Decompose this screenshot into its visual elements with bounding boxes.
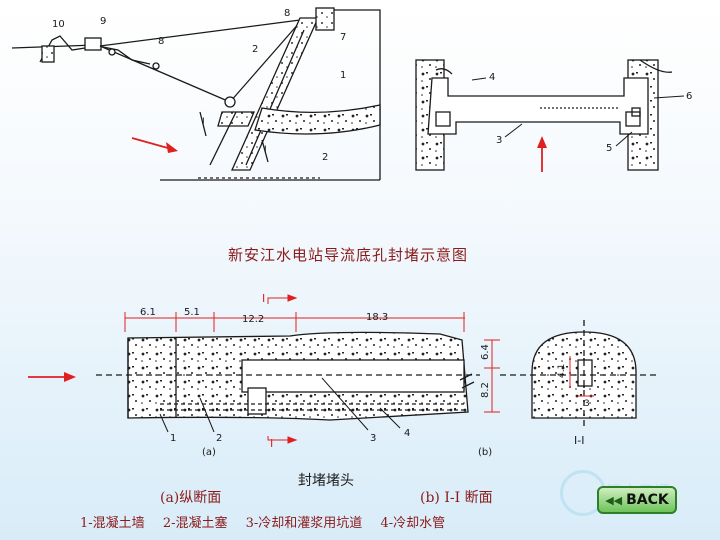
flow-arrow-right [537,136,547,172]
section-marker-bottom [267,436,294,441]
break-mark [459,373,473,381]
node-b [152,62,160,70]
left-notch [435,111,451,127]
gallery-shaft [247,387,267,415]
bottom-left-labels: 1 2 3 4 (a) (b) [159,377,492,458]
label-10: 10 [52,19,65,30]
dam-sketch [11,7,381,181]
diagram-title: 新安江水电站导流底孔封堵示意图 [228,246,469,264]
section-dim-labels: 4.1 3 I-I [557,364,590,447]
label-b2: 2 [216,433,222,444]
label-9: 9 [100,16,106,27]
gate-slot [230,17,320,171]
dim-18-3: 18.3 [366,312,388,323]
label-1: 1 [340,70,346,81]
cross-section-caption: (b) I-I 断面 [420,490,493,506]
plug-longitudinal [96,331,480,421]
leader-b4 [379,407,401,429]
dimension-lines [124,294,500,444]
gate-rod [209,111,237,166]
section-dims [569,356,594,397]
section-marker-top [267,297,294,304]
leader-6 [653,95,685,99]
cable-top [99,19,301,47]
leader-b3 [321,377,369,431]
section-mark-1 [199,111,207,137]
section-i-bottom: I [270,437,273,450]
cable-line [99,45,231,103]
dim-6-1: 6.1 [140,307,156,318]
dim-6-4: 6.4 [480,344,491,360]
section-label-ii: I-I [574,434,584,447]
label-b1: 1 [170,433,176,444]
dim-12-2: 12.2 [242,314,264,325]
label-b3: 3 [370,433,376,444]
plug-cross-section [500,320,660,430]
top-left-labels: 10 9 8 8 7 2 1 2 I I [52,8,346,163]
gate-slot-inner [245,29,305,166]
pulley-node [224,96,236,108]
right-pipe [631,107,641,117]
label-2b: 2 [322,152,328,163]
sublabel-a: (a) [202,447,216,458]
dim-4-1: 4.1 [557,364,567,378]
left-curve [435,68,453,75]
dimension-labels: 6.1 5.1 12.2 18.3 6.4 8.2 I I [140,292,491,450]
right-notch [625,111,641,127]
dim-8-2: 8.2 [480,382,491,398]
right-curve [639,59,673,73]
plug-caption: 封堵堵头 [298,473,354,489]
section-mark-i-1: I [202,117,205,127]
back-arrow-icon: ◀◀ [605,493,623,507]
hoist-block [315,7,335,31]
label-8b: 8 [284,8,290,19]
label-6: 6 [686,91,692,102]
longitudinal-caption: (a)纵断面 [160,490,222,506]
label-8a: 8 [158,36,164,47]
label-7: 7 [340,32,346,43]
cable-diagonal [229,21,301,103]
section-gallery [577,359,593,387]
grout-gallery [241,359,465,393]
back-button[interactable]: ◀◀ BACK [597,486,677,514]
leader-b1 [159,413,169,433]
section-i-top: I [262,292,265,305]
legend-item-4: 4-冷却水管 [380,516,446,531]
label-3: 3 [496,135,502,146]
node-a [108,48,116,56]
leader-5 [615,131,633,147]
section-mark-2 [261,139,269,163]
legend-item-1: 1-混凝土墙 [80,516,145,531]
label-b4: 4 [404,428,410,439]
section-mark-i-2: I [264,145,267,155]
gallery-section [415,59,673,171]
leader-3 [504,123,523,138]
dim-3: 3 [584,399,590,409]
label-4: 4 [489,72,495,83]
break-mark-2 [461,381,475,389]
top-right-labels: 4 6 3 5 [471,72,692,154]
flow-arrow-top [131,137,178,153]
pulley-block [84,37,102,51]
legend-item-3: 3-冷却和灌浆用坑道 [245,516,363,531]
label-5: 5 [606,143,612,154]
back-button-label: BACK [626,492,669,508]
legend: 1-混凝土墙 2-混凝土塞 3-冷却和灌浆用坑道 4-冷却水管 [80,512,459,531]
anchor-block [41,45,55,63]
label-2a: 2 [252,44,258,55]
sublabel-b: (b) [478,447,492,458]
gallery-outline [427,77,649,135]
leader-4 [471,77,487,81]
flow-arrow-bottom [28,372,76,382]
gate-block [217,111,255,127]
plug-concrete [254,104,381,135]
legend-item-2: 2-混凝土塞 [162,516,228,531]
dim-5-1: 5.1 [184,307,200,318]
leader-b2 [199,397,215,433]
